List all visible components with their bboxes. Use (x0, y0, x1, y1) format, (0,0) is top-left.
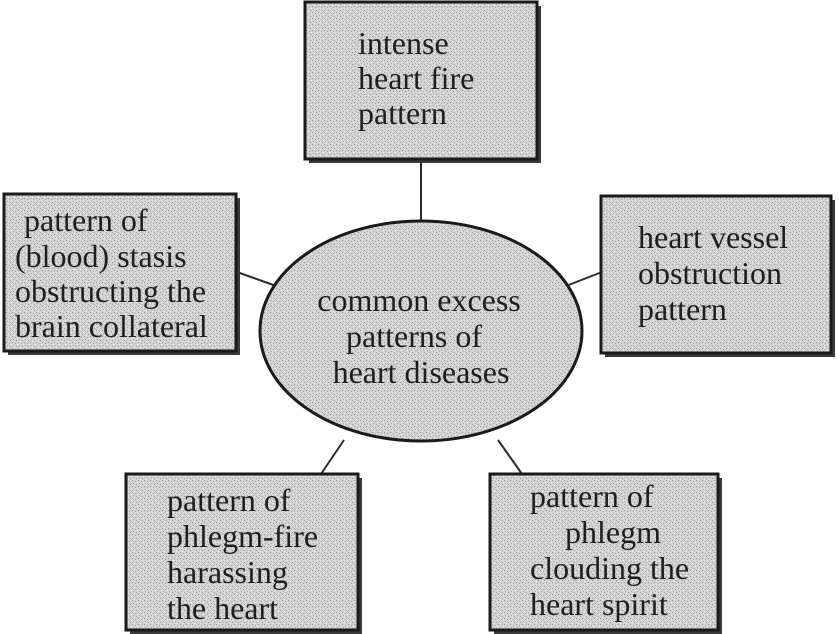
node-line: brain collateral (15, 308, 208, 344)
node-line: pattern of (530, 478, 654, 514)
node-phlegm-fire-pattern: pattern of phlegm-fire harassing the hea… (124, 472, 362, 634)
node-line: phlegm (565, 514, 661, 550)
node-line: heart spirit (530, 586, 668, 622)
node-line: intense (358, 25, 449, 61)
node-heart-vessel-obstruction-pattern: heart vessel obstruction pattern (599, 194, 835, 357)
svg-text:common excess patterns o: common excess patterns of heart diseases (317, 282, 529, 390)
node-intense-heart-fire-pattern: intense heart fire pattern (303, 0, 541, 163)
node-phlegm-clouding-pattern: pattern of phlegm clouding the heart spi… (488, 472, 722, 634)
node-line: the heart (167, 590, 278, 626)
svg-text:pattern of (blood) stasi: pattern of (blood) stasis obstructing th… (15, 202, 214, 344)
connector-right (565, 271, 603, 287)
svg-text:pattern of phlegm: pattern of phlegm clouding the heart spi… (530, 478, 697, 622)
node-line: pattern of (24, 202, 148, 238)
node-line: heart vessel (638, 219, 788, 255)
node-line: heart fire (358, 60, 474, 96)
connector-left (236, 271, 277, 287)
center-common-excess-patterns: common excess patterns of heart diseases (258, 219, 584, 443)
node-line: (blood) stasis (15, 238, 187, 274)
node-line: pattern of (167, 482, 291, 518)
node-line: pattern (358, 95, 447, 131)
connector-bottom-left (320, 439, 345, 475)
center-line: patterns of (346, 318, 482, 354)
svg-text:heart vessel obstruction: heart vessel obstruction pattern (638, 219, 796, 327)
node-line: clouding the (530, 550, 689, 586)
center-line: common excess (317, 282, 521, 318)
center-line: heart diseases (333, 354, 510, 390)
node-line: pattern (638, 291, 727, 327)
node-line: phlegm-fire (167, 518, 318, 554)
node-line: harassing (167, 554, 288, 590)
node-line: obstructing the (15, 273, 206, 309)
svg-text:pattern of phlegm-fire: pattern of phlegm-fire harassing the hea… (167, 482, 326, 626)
node-blood-stasis-pattern: pattern of (blood) stasis obstructing th… (2, 192, 240, 355)
connector-bottom-right (497, 439, 523, 475)
svg-text:intense heart fire: intense heart fire pattern (358, 25, 482, 131)
node-line: obstruction (638, 255, 782, 291)
